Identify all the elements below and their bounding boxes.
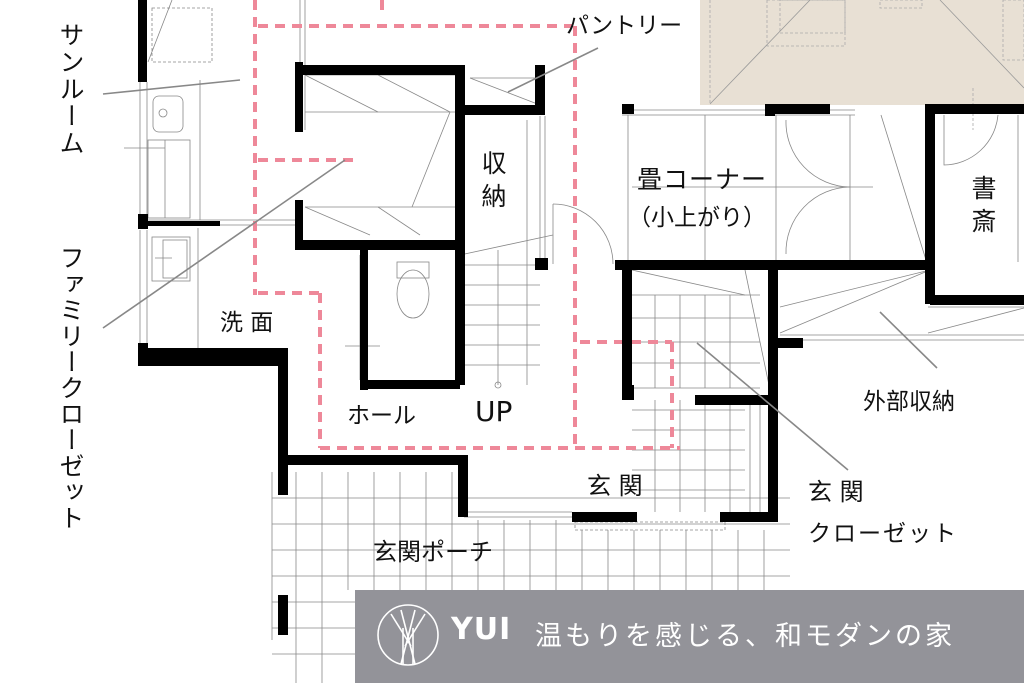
label-hall: ホール [347,403,416,429]
label-sunroom: サンルーム [56,22,85,157]
brand-tagline: 温もりを感じる、和モダンの家 [535,621,955,652]
label-stairs-up: UP [475,395,513,428]
label-washroom: 洗 面 [220,310,274,336]
roof-area [700,0,1024,105]
label-entrance-porch: 玄関ポーチ [373,538,493,566]
label-storage: 収納 [478,150,507,216]
brand-banner: YUI 温もりを感じる、和モダンの家 [355,590,1024,683]
label-tatami-sub: （小上がり） [628,205,766,231]
label-pantry: パントリー [566,13,683,39]
label-entrance-closet-sub: クローゼット [808,521,958,547]
label-family-closet: ファミリークローゼット [56,245,85,531]
label-tatami-corner: 畳コーナー [637,165,768,194]
label-study: 書斎 [968,175,997,241]
tree-in-circle-icon [377,604,439,666]
label-entrance: 玄 関 [587,472,643,500]
brand-name: YUI [451,612,512,647]
label-entrance-closet: 玄 関 [808,478,864,506]
label-exterior-storage: 外部収納 [863,389,955,415]
